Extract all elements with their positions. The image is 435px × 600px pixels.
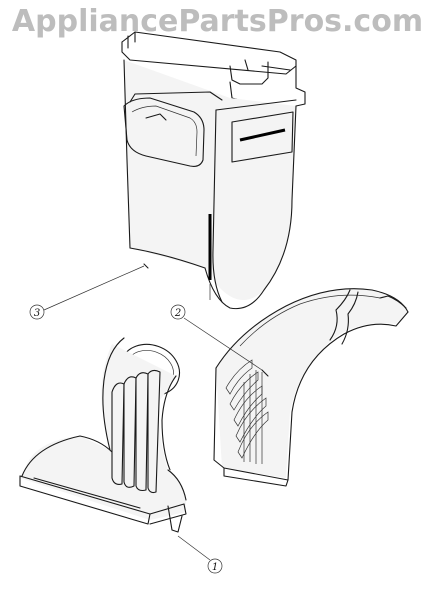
watermark-text: AppliancePartsPros.com xyxy=(11,4,424,39)
callout-2-label: 2 xyxy=(174,308,181,319)
callout-3-label: 3 xyxy=(34,308,40,319)
nozzle-part xyxy=(19,337,187,533)
callout-1: 1 xyxy=(177,535,223,574)
callout-2: 2 xyxy=(170,304,263,371)
curved-cover-part xyxy=(213,288,409,487)
callout-1-label: 1 xyxy=(212,562,218,573)
callout-3: 3 xyxy=(29,265,145,320)
housing-part xyxy=(121,31,306,310)
